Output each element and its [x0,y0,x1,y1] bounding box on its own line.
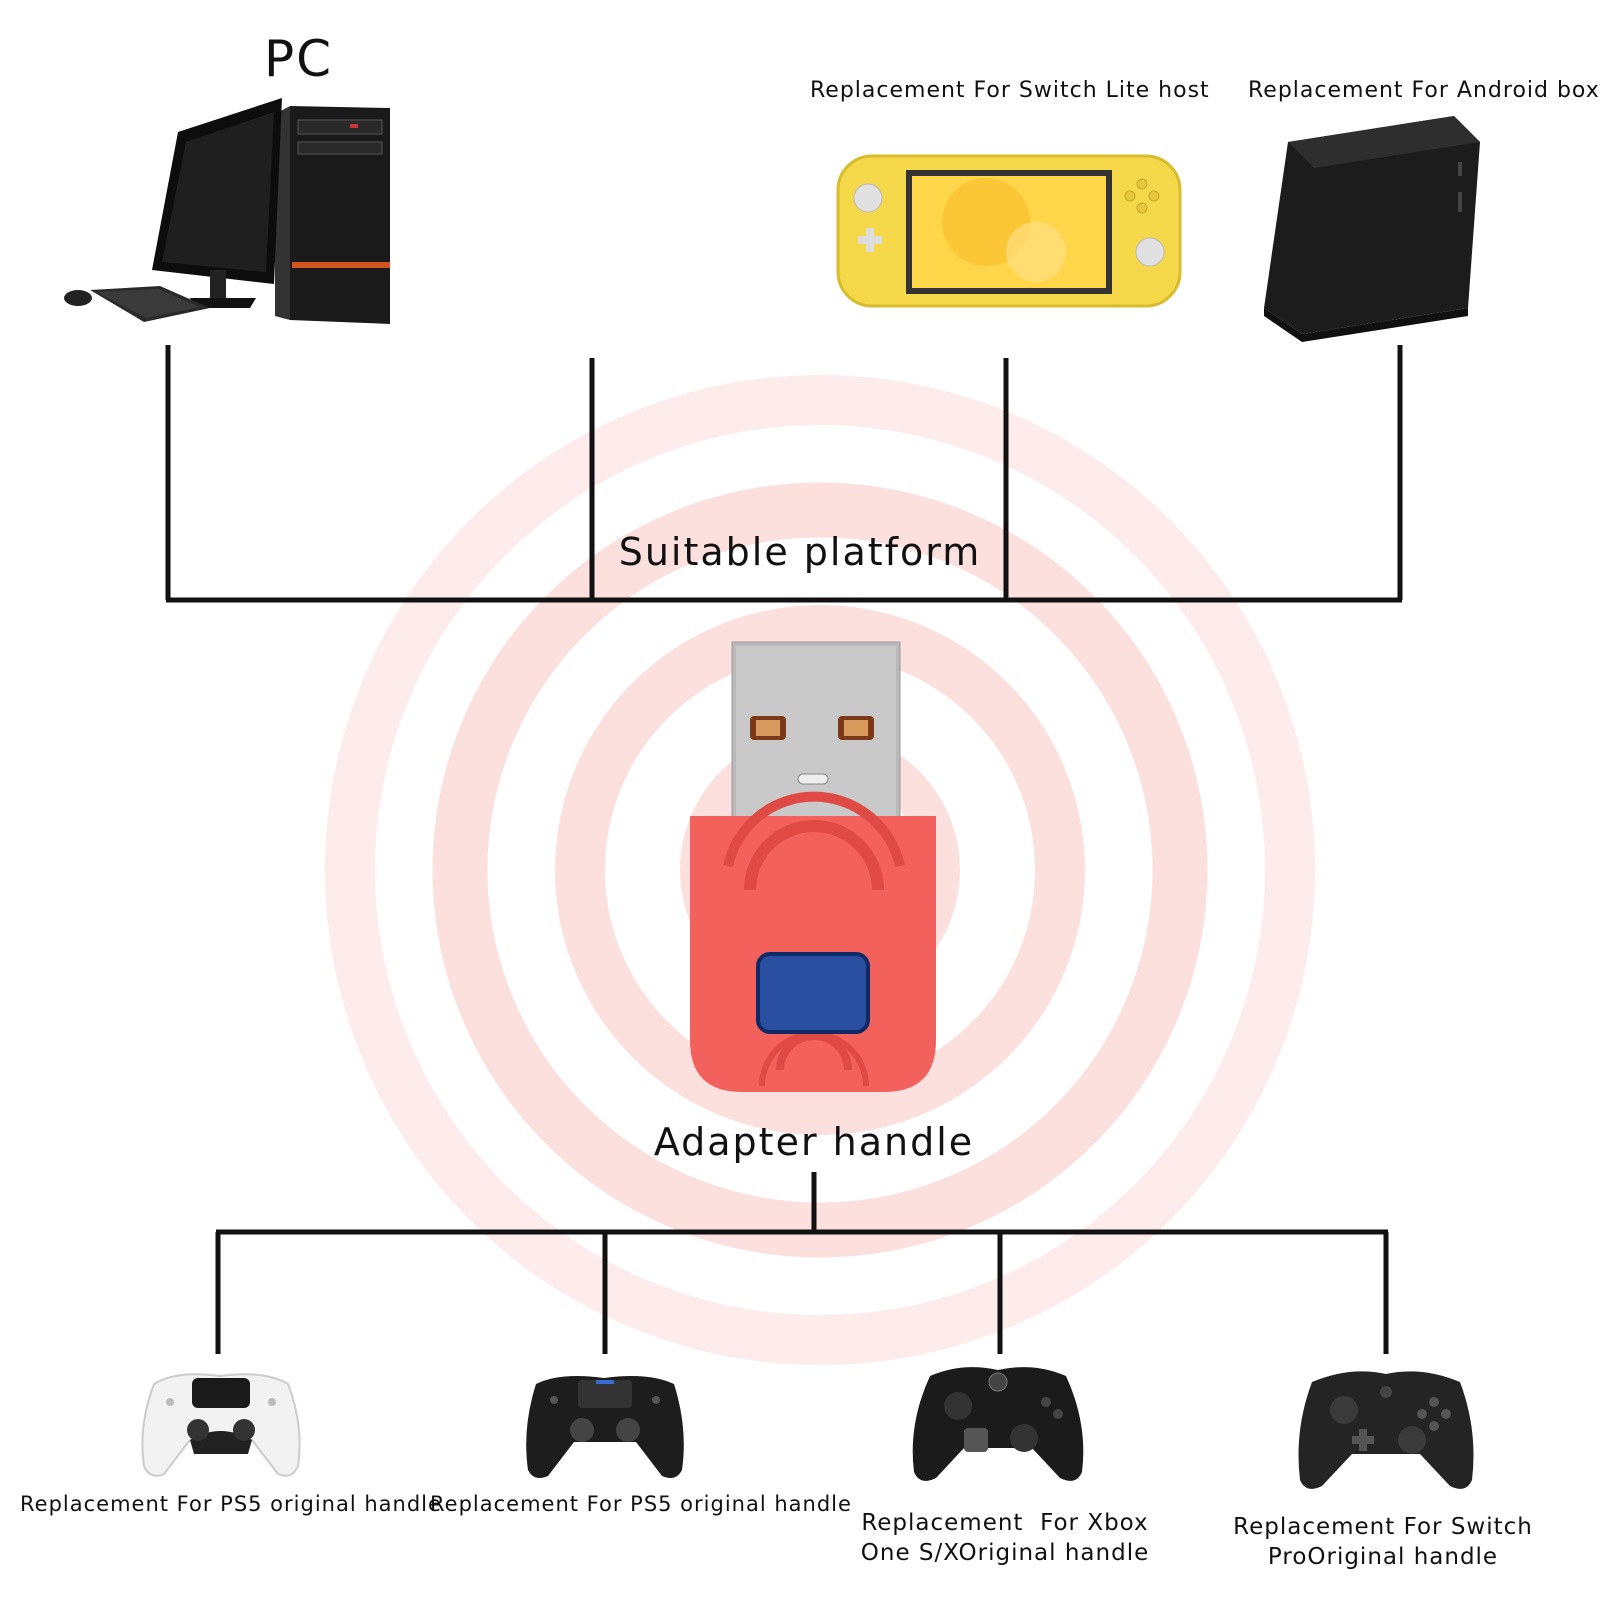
ps5-controller-icon [141,1373,301,1477]
adapter-label: Adapter handle [653,1120,975,1164]
usb-adapter-icon [690,641,936,1092]
platform-label: Suitable platform [618,530,982,574]
android-box-label: Replacement For Android box [1248,78,1600,103]
handle-label-switch-pro: Replacement For Switch ProOriginal handl… [1233,1514,1533,1570]
switch-lite-label: Replacement For Switch Lite host [810,78,1210,103]
handle-label-ps4: Replacement For PS5 original handle [430,1492,852,1516]
handle-label-xbox: Replacement For Xbox One S/XOriginal han… [860,1510,1150,1566]
ps4-controller-icon [526,1376,684,1478]
xbox-controller-icon [912,1367,1084,1481]
pc-label: PC [264,30,334,88]
switch-pro-controller-icon [1298,1371,1474,1489]
handle-label-ps5: Replacement For PS5 original handle [20,1492,442,1516]
desktop-pc-icon [64,98,390,324]
android-box-icon [1264,116,1480,342]
switch-lite-icon [836,154,1182,308]
